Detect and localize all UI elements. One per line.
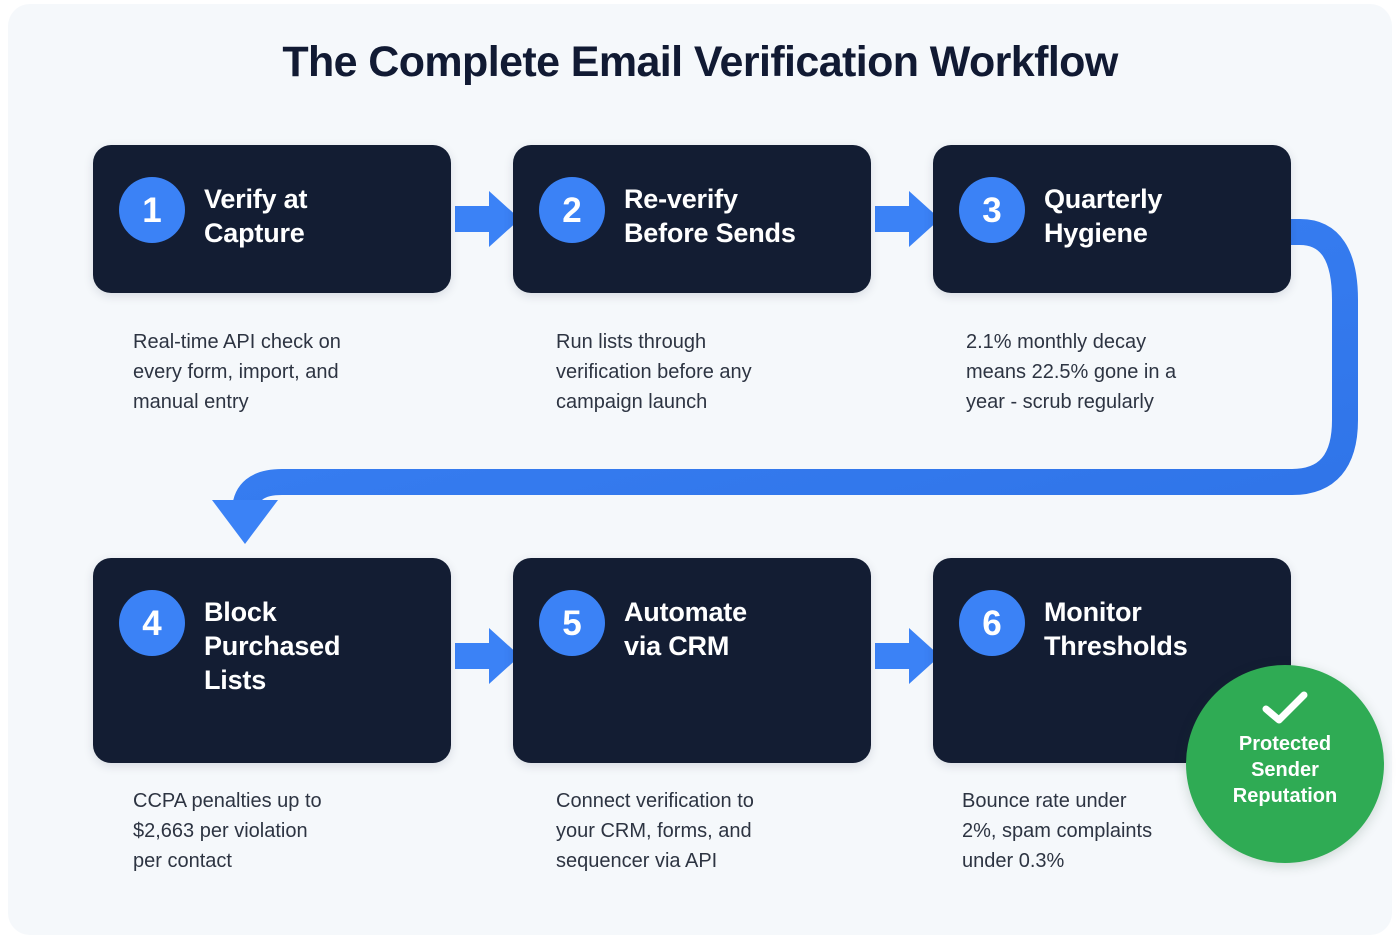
step-card-3[interactable]: 3 Quarterly Hygiene <box>933 145 1291 293</box>
step-title-1: Verify at Capture <box>204 184 308 249</box>
check-icon <box>1262 691 1308 724</box>
step-card-4-content: 4 Block Purchased Lists <box>93 558 451 697</box>
step-description-5: Connect verification to your CRM, forms,… <box>556 790 754 872</box>
step-description-2: Run lists through verification before an… <box>556 331 752 413</box>
step-card-5-content: 5 Automate via CRM <box>513 558 871 663</box>
step-card-1-content: 1 Verify at Capture <box>93 145 451 250</box>
protected-sender-reputation-badge: Protected Sender Reputation <box>1186 665 1384 863</box>
step-number-4: 4 <box>119 590 185 656</box>
step-number-6: 6 <box>959 590 1025 656</box>
step-card-2[interactable]: 2 Re-verify Before Sends <box>513 145 871 293</box>
step-description-1: Real-time API check on every form, impor… <box>133 331 341 413</box>
step-title-4: Block Purchased Lists <box>204 597 341 696</box>
step-number-2: 2 <box>539 177 605 243</box>
step-card-2-content: 2 Re-verify Before Sends <box>513 145 871 250</box>
step-description-3: 2.1% monthly decay means 22.5% gone in a… <box>966 331 1177 413</box>
step-number-1: 1 <box>119 177 185 243</box>
step-card-3-content: 3 Quarterly Hygiene <box>933 145 1291 250</box>
step-card-1[interactable]: 1 Verify at Capture <box>93 145 451 293</box>
step-card-5[interactable]: 5 Automate via CRM <box>513 558 871 763</box>
step-title-3: Quarterly Hygiene <box>1044 184 1163 249</box>
step-title-2: Re-verify Before Sends <box>624 184 796 249</box>
step-title-6: Monitor Thresholds <box>1044 597 1188 662</box>
step-description-6: Bounce rate under 2%, spam complaints un… <box>962 790 1153 872</box>
badge-label: Protected Sender Reputation <box>1232 733 1338 807</box>
step-card-6-content: 6 Monitor Thresholds <box>933 558 1291 663</box>
page-title: The Complete Email Verification Workflow <box>282 38 1118 86</box>
step-card-4[interactable]: 4 Block Purchased Lists <box>93 558 451 763</box>
step-title-5: Automate via CRM <box>624 597 747 662</box>
step-number-5: 5 <box>539 590 605 656</box>
step-number-3: 3 <box>959 177 1025 243</box>
step-description-4: CCPA penalties up to $2,663 per violatio… <box>133 790 322 872</box>
